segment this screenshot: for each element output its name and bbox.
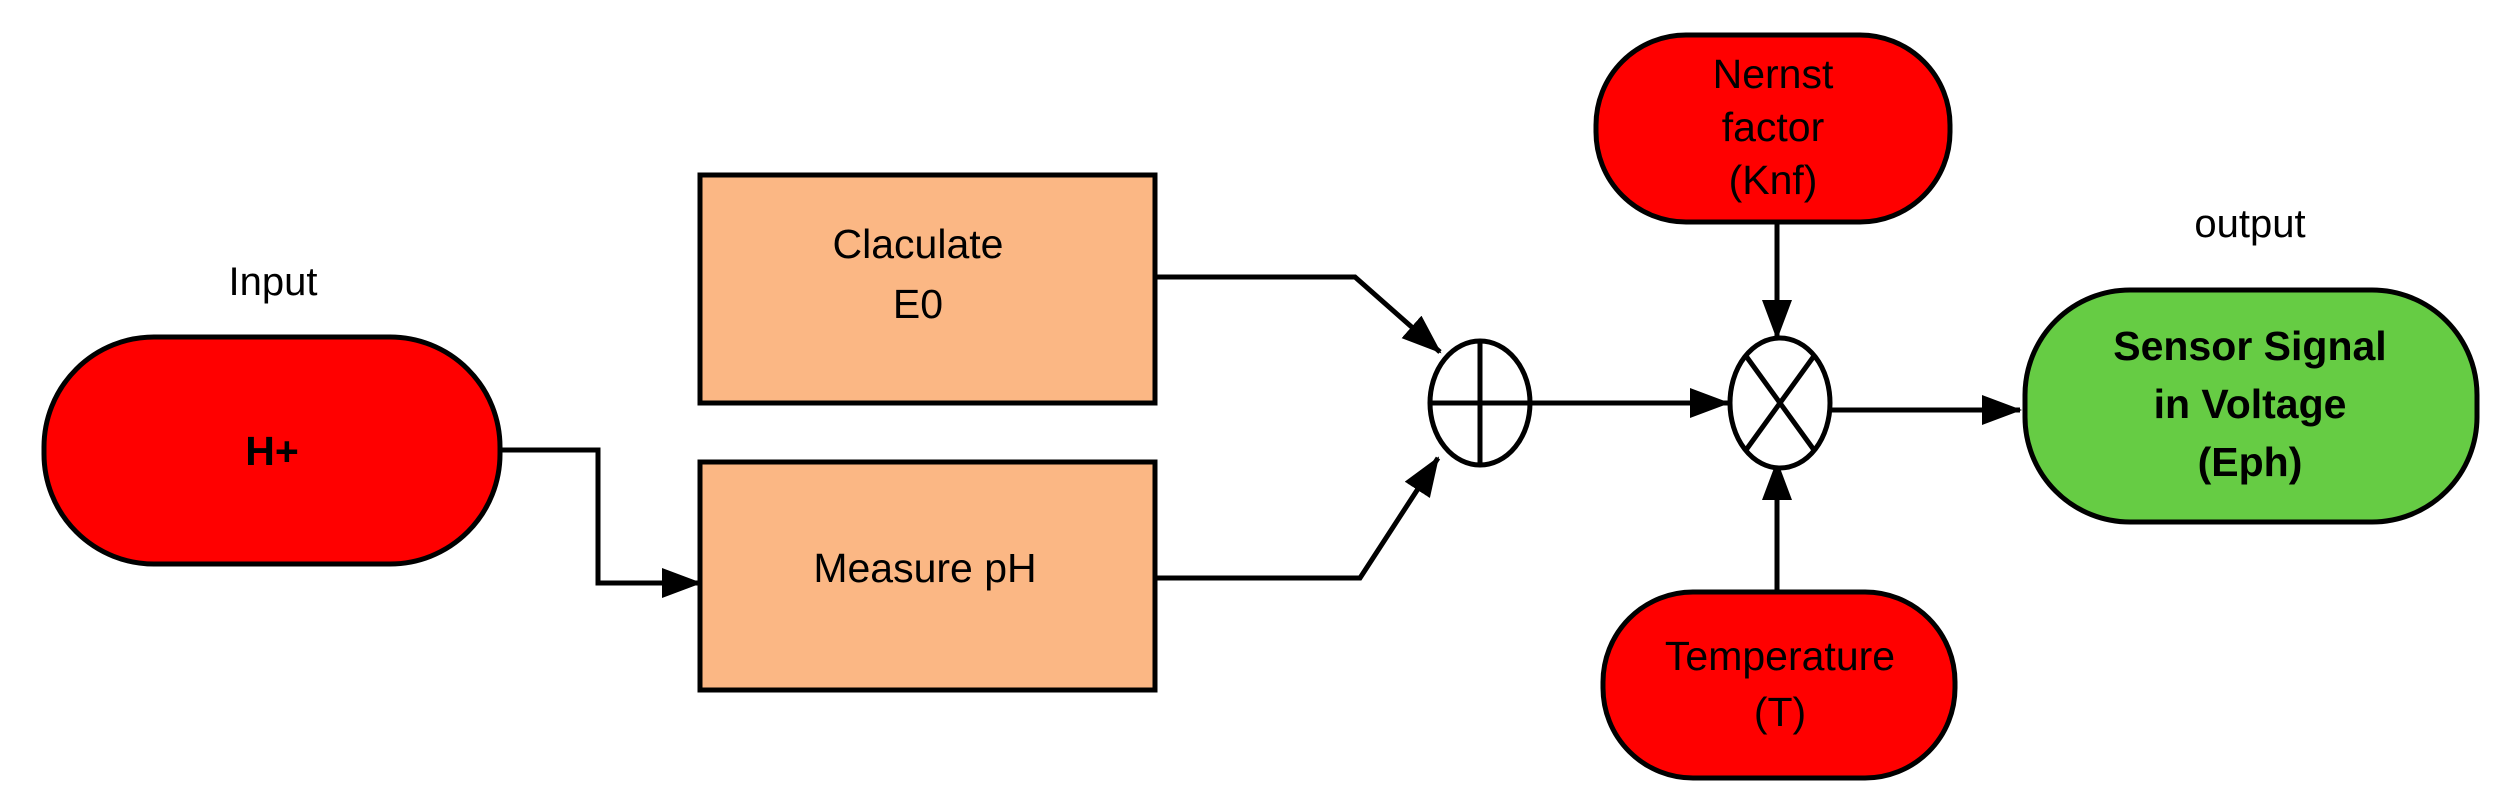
connector-e0-to-sum (1155, 274, 1442, 354)
connector-hplus-to-measure (500, 447, 702, 598)
node-temperature: Temperature (T) (1600, 589, 1958, 781)
multiply-junction-diagonal-2 (1743, 354, 1817, 452)
node-temperature-line-1: Temperature (1665, 633, 1895, 679)
node-nernst-factor: Nernst factor (Knf) (1593, 32, 1953, 225)
node-calculate-e0: Claculate E0 (697, 172, 1158, 406)
node-nernst-factor-line-3: (Knf) (1729, 157, 1818, 203)
node-nernst-factor-line-2: factor (1722, 104, 1825, 150)
output-label: output (2194, 202, 2305, 246)
input-label: Input (229, 260, 318, 304)
node-sensor-signal-line-2: in Voltage (2154, 381, 2347, 427)
node-calculate-e0-shape (697, 172, 1158, 406)
multiply-junction (1727, 335, 1833, 471)
node-calculate-e0-line-2: E0 (893, 281, 943, 327)
node-h-plus: H+ (41, 334, 503, 567)
node-temperature-shape (1600, 589, 1958, 781)
node-sensor-signal-line-3: (Eph) (2198, 439, 2303, 485)
connector-measure-to-sum (1155, 456, 1441, 581)
node-h-plus-shape (41, 334, 503, 567)
node-sensor-signal-shape (2022, 287, 2480, 525)
node-sensor-signal-line-1: Sensor Signal (2113, 323, 2386, 369)
connectors (500, 222, 2022, 598)
node-measure-ph-label: Measure pH (813, 545, 1036, 591)
node-h-plus-label: H+ (245, 428, 299, 474)
node-nernst-factor-shape (1593, 32, 1953, 225)
node-calculate-e0-line-1: Claculate (833, 221, 1004, 267)
sum-junction (1427, 338, 1533, 468)
node-nernst-factor-line-1: Nernst (1713, 51, 1834, 97)
node-sensor-signal: Sensor Signal in Voltage (Eph) (2022, 287, 2480, 525)
node-measure-ph: Measure pH (697, 459, 1158, 693)
node-temperature-line-2: (T) (1754, 689, 1806, 735)
node-measure-ph-shape (697, 459, 1158, 693)
